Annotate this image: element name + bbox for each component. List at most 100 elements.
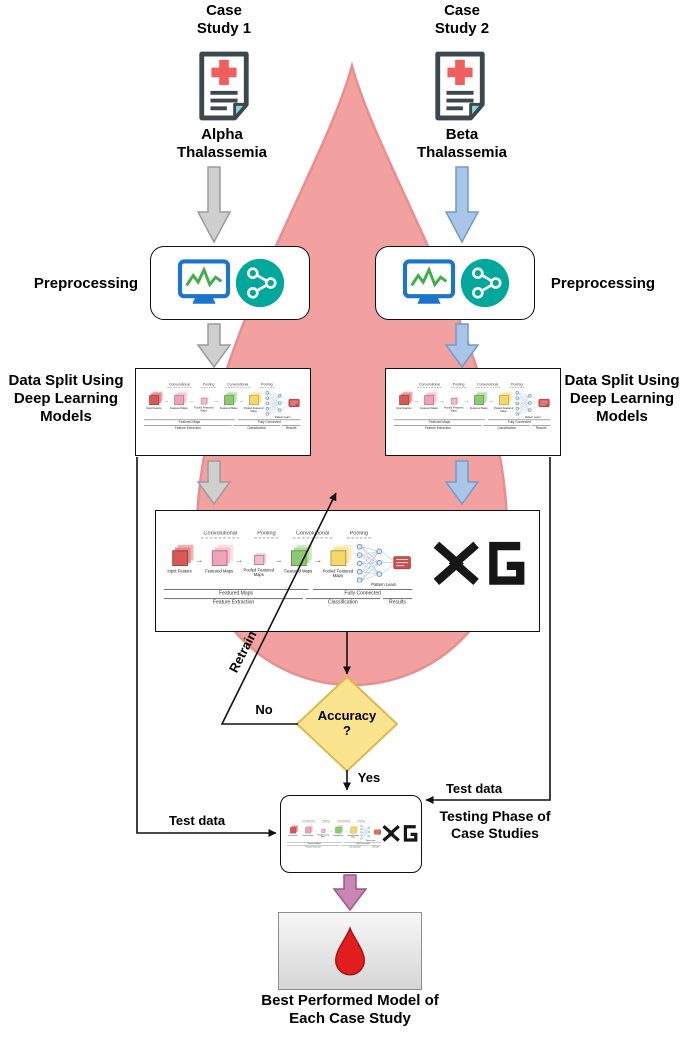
- cnn-stage-convolutional: Convolutional: [336, 820, 351, 823]
- featured-maps-stack: [173, 395, 184, 406]
- cnn-architecture-diagram: Convolutional Pooling Convolutional Pool…: [287, 820, 382, 848]
- xgboost-logo: [381, 824, 418, 843]
- input-feature-label: Input Feature: [396, 406, 412, 410]
- pattern-learn-label: Pattern Learn: [524, 415, 541, 419]
- case-study-2-title: Case Study 2: [434, 2, 490, 37]
- cnn-architecture-diagram: Convolutional Pooling Convolutional Pool…: [394, 383, 551, 430]
- featured-maps-label: Featured Maps: [205, 568, 234, 574]
- network-share-icon: [460, 258, 509, 308]
- arrow-icon: →: [163, 398, 169, 404]
- fully-connected-network-icon: [515, 391, 550, 416]
- cnn-stage-pooling: Pooling: [201, 383, 217, 388]
- arrow-icon: →: [313, 829, 318, 833]
- pooled-featured-maps-stack: [450, 398, 457, 405]
- fully-connected-network-icon: [360, 824, 381, 840]
- featured-maps-label: Featured Maps: [469, 406, 488, 410]
- gray-down-arrow: [196, 166, 232, 244]
- preprocessing-box-right: [375, 246, 535, 320]
- input-feature-stack: [171, 550, 188, 566]
- fully-connected-network-icon: [265, 391, 300, 416]
- pooled-featured-maps-stack: [253, 554, 264, 566]
- pink-down-arrow: [332, 874, 368, 912]
- classification-bracket: Classification: [305, 598, 381, 606]
- results-bracket: Results: [382, 598, 413, 606]
- cnn-stage-convolutional: Convolutional: [301, 820, 316, 823]
- arrow-icon: →: [274, 554, 283, 565]
- cnn-stage-pooling: Pooling: [451, 383, 467, 388]
- featured-maps-label: Featured Maps: [219, 406, 238, 410]
- input-feature-label: Input Feature: [288, 834, 298, 837]
- featured-maps-bracket: Featured Maps: [164, 589, 309, 596]
- feature-extraction-bracket: Feature Extraction: [144, 425, 232, 430]
- pooled-featured-maps-label: Pooled Featured Maps: [317, 834, 329, 838]
- featured-maps-label: Featured Maps: [302, 834, 314, 837]
- cnn-stage-pooling: Pooling: [259, 383, 275, 388]
- cnn-bracket-row-2: Feature Extraction Classification Result…: [394, 425, 551, 430]
- featured-maps-bracket: Featured Maps: [394, 419, 485, 424]
- preprocessing-label-left: Preprocessing: [33, 275, 139, 292]
- arrow-icon: →: [298, 829, 303, 833]
- cnn-stage-labels: Convolutional Pooling Convolutional Pool…: [164, 531, 412, 539]
- cnn-stage-convolutional: Convolutional: [200, 531, 240, 539]
- monitor-waveform-icon: [402, 259, 455, 304]
- cnn-stage-pooling: Pooling: [356, 820, 366, 823]
- feature-extraction-bracket: Feature Extraction: [287, 845, 340, 848]
- featured-maps-bracket: Featured Maps: [144, 419, 235, 424]
- cnn-stage-pooling: Pooling: [346, 531, 371, 539]
- pooled-featured-maps-stack: [248, 395, 259, 406]
- cnn-stage-convolutional: Convolutional: [225, 383, 250, 388]
- medical-report-icon: [199, 51, 249, 121]
- pooled-featured-maps-label: Pooled Featured Maps: [243, 567, 275, 578]
- preprocessing-label-right: Preprocessing: [550, 275, 656, 292]
- case-study-1-title: Case Study 1: [196, 2, 252, 37]
- cnn-bracket-row-1: Featured Maps Fully Connected: [164, 589, 413, 596]
- input-feature-stack: [398, 395, 409, 406]
- fully-connected-bracket: Fully Connected: [237, 419, 301, 424]
- cnn-stage-pooling: Pooling: [321, 820, 331, 823]
- model-training-box: Convolutional Pooling Convolutional Pool…: [155, 510, 540, 632]
- classification-bracket: Classification: [340, 845, 370, 848]
- pooled-featured-maps-label: Pooled Featured Maps: [347, 834, 359, 838]
- classification-bracket: Classification: [233, 425, 281, 430]
- blue-down-arrow: [444, 460, 480, 506]
- blue-down-arrow: [444, 166, 480, 244]
- monitor-waveform-icon: [177, 259, 230, 304]
- pooled-featured-maps-stack: [330, 550, 346, 566]
- data-split-box-right: Convolutional Pooling Convolutional Pool…: [385, 368, 561, 456]
- no-label: No: [255, 702, 273, 717]
- featured-maps-stack: [223, 395, 234, 406]
- featured-maps-label: Featured Maps: [332, 834, 344, 837]
- cnn-stage-convolutional: Convolutional: [475, 383, 500, 388]
- cnn-bracket-row-1: Featured Maps Fully Connected: [394, 419, 551, 424]
- cnn-stage-convolutional: Convolutional: [293, 531, 333, 539]
- pooled-featured-maps-stack: [350, 827, 357, 834]
- xgboost-logo: [430, 539, 526, 588]
- cnn-stage-pooling: Pooling: [509, 383, 525, 388]
- featured-maps-label: Featured Maps: [170, 406, 188, 410]
- blood-drop-icon: [335, 926, 365, 976]
- pooled-featured-maps-stack: [200, 398, 207, 405]
- input-feature-label: Input Feature: [146, 406, 162, 410]
- pooled-featured-maps-label: Pooled Featured Maps: [194, 406, 214, 413]
- cnn-bracket-row-2: Feature Extraction Classification Result…: [287, 845, 382, 848]
- cnn-architecture-diagram: Convolutional Pooling Convolutional Pool…: [164, 531, 413, 606]
- cnn-architecture-diagram: Convolutional Pooling Convolutional Pool…: [144, 383, 301, 430]
- featured-maps-stack: [335, 827, 342, 834]
- xgboost-logo-icon: [433, 541, 525, 585]
- data-split-label-left: Data Split Using Deep Learning Models: [8, 372, 124, 425]
- featured-maps-stack: [305, 827, 311, 834]
- cnn-stage-convolutional: Convolutional: [417, 383, 442, 388]
- testing-phase-label: Testing Phase of Case Studies: [439, 808, 551, 841]
- results-bracket: Results: [370, 845, 382, 848]
- cnn-stage-pooling: Pooling: [254, 531, 279, 539]
- input-feature-label: Input Feature: [167, 568, 192, 574]
- feature-extraction-bracket: Feature Extraction: [394, 425, 482, 430]
- cnn-stage-labels: Convolutional Pooling Convolutional Pool…: [287, 820, 382, 823]
- featured-maps-label: Featured Maps: [284, 568, 313, 574]
- feature-extraction-bracket: Feature Extraction: [164, 598, 304, 606]
- preprocessing-box-left: [150, 246, 310, 320]
- pattern-learn-label: Pattern Learn: [371, 582, 397, 588]
- featured-maps-label: Featured Maps: [420, 406, 438, 410]
- medical-report-icon: [435, 51, 485, 121]
- cnn-bracket-row-1: Featured Maps Fully Connected: [287, 842, 382, 845]
